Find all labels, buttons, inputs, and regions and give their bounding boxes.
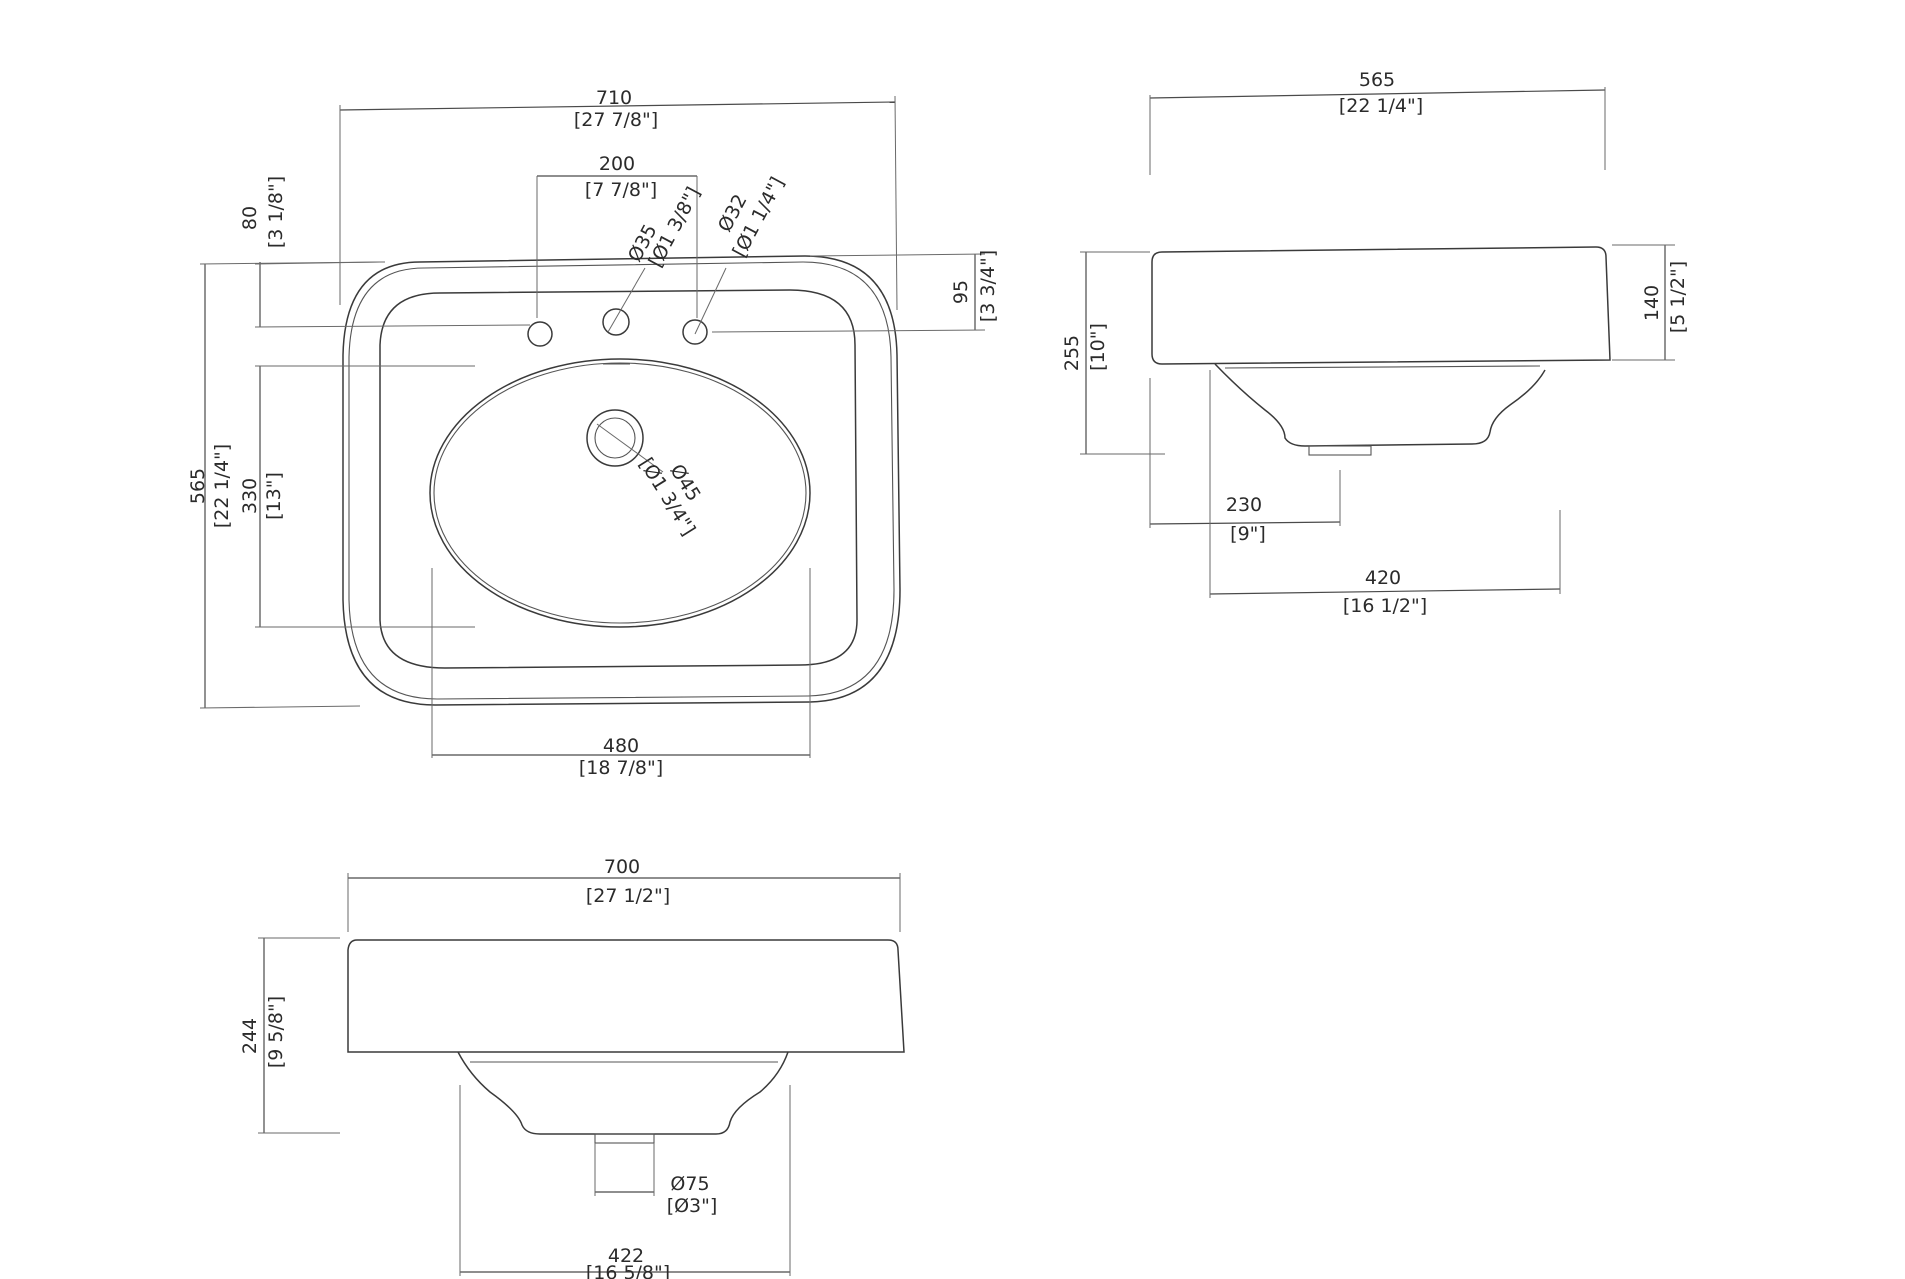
front-view: 700 [27 1/2"] 244 [9 5/8"] Ø75 [Ø3"] 422… [239, 856, 905, 1279]
top-view-bowl [429, 358, 811, 628]
dim-side-420-in: [16 1/2"] [1343, 595, 1427, 617]
dim-top-480-in: [18 7/8"] [579, 757, 663, 779]
dim-top-330-in: [13"] [263, 472, 285, 520]
side-view-drain-outlet [1308, 445, 1372, 456]
dim-top-710-mm: 710 [596, 87, 632, 109]
dim-top-200-in: [7 7/8"] [585, 179, 657, 201]
dim-front-422-in: [16 5/8"] [586, 1262, 670, 1279]
dim-side-420-mm: 420 [1365, 567, 1401, 589]
dim-side-230-mm: 230 [1226, 494, 1262, 516]
top-view-inner-deck [379, 289, 858, 669]
dim-front-75-in: [Ø3"] [667, 1195, 718, 1217]
dim-top-95-mm: 95 [950, 280, 972, 304]
dim-front-700-in: [27 1/2"] [586, 885, 670, 907]
dim-side-255-mm: 255 [1061, 335, 1083, 371]
front-view-drain-outlet [594, 1133, 655, 1144]
side-view: 565 [22 1/4"] 140 [5 1/2"] 255 [10"] 230… [1061, 69, 1689, 617]
dim-top-95-in: [3 3/4"] [977, 250, 999, 322]
dim-top-565-mm: 565 [187, 468, 209, 504]
dim-top-710-in: [27 7/8"] [574, 109, 658, 131]
dim-front-244-mm: 244 [239, 1018, 261, 1054]
dim-side-140-mm: 140 [1641, 285, 1663, 321]
dim-top-80-in: [3 1/8"] [265, 176, 287, 248]
dim-front-700-mm: 700 [604, 856, 640, 878]
dim-side-255-in: [10"] [1087, 323, 1109, 371]
top-view-tap-hole-right [682, 319, 708, 345]
front-view-rim [347, 939, 905, 1053]
top-view: 710 [27 7/8"] 200 [7 7/8"] 80 [3 1/8"] Ø… [187, 87, 999, 779]
dim-side-140-in: [5 1/2"] [1667, 261, 1689, 333]
side-view-rim [1151, 246, 1611, 365]
top-view-tap-hole-center [602, 308, 630, 336]
top-view-tap-hole-left [527, 321, 553, 347]
front-view-bowl [457, 1051, 789, 1135]
dim-side-565-mm: 565 [1359, 69, 1395, 91]
dim-front-75-mm: Ø75 [670, 1173, 709, 1195]
dim-top-80-mm: 80 [239, 206, 261, 230]
side-view-bowl [1214, 363, 1546, 447]
dim-front-422-mm: 422 [608, 1245, 644, 1267]
top-view-drain [586, 409, 644, 467]
dim-top-200-mm: 200 [599, 153, 635, 175]
top-view-outer-rim [342, 255, 901, 706]
dim-top-480-mm: 480 [603, 735, 639, 757]
dim-top-330-mm: 330 [239, 478, 261, 514]
dim-side-565-in: [22 1/4"] [1339, 95, 1423, 117]
dim-front-244-in: [9 5/8"] [265, 996, 287, 1068]
dim-top-565-in: [22 1/4"] [211, 444, 233, 528]
dim-side-230-in: [9"] [1230, 523, 1266, 545]
